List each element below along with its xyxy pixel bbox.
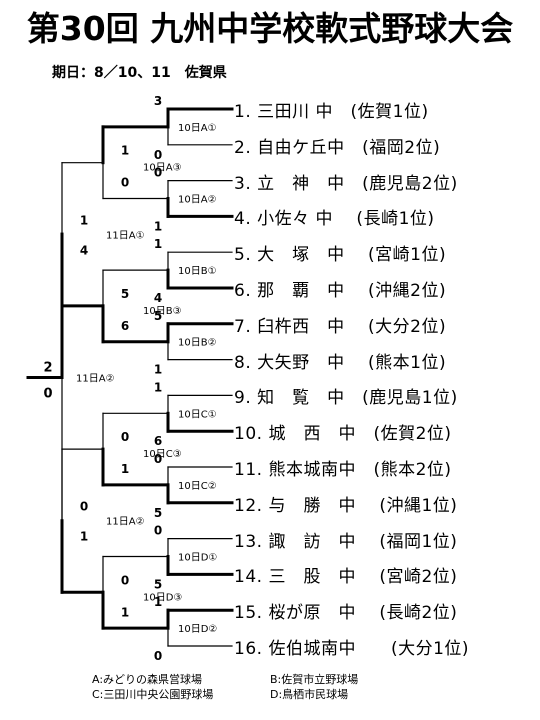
game-label-r2: 10日C③ (143, 449, 182, 460)
game-label-r1: 10日D② (178, 624, 217, 635)
team-5: 5. 大 塚 中 (宮崎1位) (234, 245, 447, 266)
team-6: 6. 那 覇 中 (沖縄2位) (234, 281, 447, 301)
game-label-r1: 10日B② (178, 338, 217, 349)
score-r2-top: 5 (121, 287, 129, 301)
score-final-bottom: 0 (43, 387, 52, 402)
score-r2-bottom: 0 (121, 176, 129, 190)
team-8: 8. 大矢野 中 (熊本1位) (234, 352, 447, 373)
score-r2-bottom: 1 (121, 605, 129, 619)
game-label-r1: 10日A① (178, 123, 217, 134)
score-r3-bottom: 1 (80, 530, 88, 544)
team-12: 12. 与 勝 中 (沖縄1位) (234, 495, 458, 516)
score-r1-top: 0 (154, 524, 162, 538)
game-label-r1: 10日A② (178, 195, 217, 206)
game-label-r1: 10日C① (178, 409, 217, 420)
score-r1-bottom: 1 (154, 219, 162, 233)
score-r3-bottom: 4 (80, 243, 88, 257)
game-label-r2: 10日B③ (143, 306, 182, 317)
game-label-r1: 10日C② (178, 481, 217, 492)
game-label-r1: 10日D① (178, 553, 217, 564)
team-3: 3. 立 神 中 (鹿児島2位) (234, 173, 458, 194)
game-label-r1: 10日B① (178, 266, 217, 277)
score-r2-bottom: 6 (121, 319, 129, 333)
team-4: 4. 小佐々 中 (長崎1位) (234, 209, 435, 230)
team-1: 1. 三田川 中 (佐賀1位) (234, 102, 429, 122)
score-r1-top: 0 (154, 166, 162, 180)
legend-venue-a: A:みどりの森県営球場 (92, 673, 203, 686)
score-r1-bottom: 4 (154, 291, 162, 305)
team-10: 10. 城 西 中 (佐賀2位) (234, 424, 452, 445)
score-r1-bottom: 0 (154, 649, 162, 663)
score-r3-top: 0 (80, 500, 88, 514)
legend-venue-d: D:鳥栖市民球場 (270, 688, 349, 701)
score-r1-bottom: 1 (154, 363, 162, 377)
team-2: 2. 自由ケ丘中 (福岡2位) (234, 137, 441, 158)
team-14: 14. 三 股 中 (宮崎2位) (234, 567, 458, 588)
score-r1-bottom: 5 (154, 506, 162, 520)
team-9: 9. 知 覧 中 (鹿児島1位) (234, 388, 458, 409)
score-r1-bottom: 6 (154, 434, 162, 448)
score-r2-top: 0 (121, 573, 129, 587)
legend-venue-c: C:三田川中央公園野球場 (92, 688, 214, 701)
event-date-venue: 期日：8／10、11 佐賀県 (52, 65, 227, 81)
legend-venue-b: B:佐賀市立野球場 (270, 673, 359, 686)
score-r1-top: 1 (154, 380, 162, 394)
team-13: 13. 諏 訪 中 (福岡1位) (234, 531, 458, 552)
game-label-final: 11日A② (76, 374, 115, 385)
score-r1-bottom: 0 (154, 148, 162, 162)
game-label-r2: 10日A③ (143, 163, 182, 174)
score-r1-top: 3 (154, 94, 162, 108)
score-r2-bottom: 1 (121, 462, 129, 476)
game-label-r3: 11日A② (106, 517, 145, 528)
score-r1-top: 0 (154, 452, 162, 466)
page-title: 第30回 九州中学校軟式野球大会 (26, 9, 514, 48)
team-15: 15. 桜が原 中 (長崎2位) (234, 603, 458, 624)
team-7: 7. 臼杵西 中 (大分2位) (234, 316, 447, 337)
score-r2-top: 1 (121, 144, 129, 158)
score-r1-bottom: 5 (154, 577, 162, 591)
game-label-r2: 10日D③ (143, 592, 182, 603)
score-r1-top: 1 (154, 237, 162, 251)
score-r1-top: 1 (154, 595, 162, 609)
score-r2-top: 0 (121, 430, 129, 444)
team-16: 16. 佐伯城南中 (大分1位) (234, 639, 470, 659)
score-r1-top: 5 (154, 309, 162, 323)
game-label-r3: 11日A① (106, 230, 145, 241)
team-11: 11. 熊本城南中 (熊本2位) (234, 460, 452, 480)
score-final-top: 2 (43, 361, 52, 376)
score-r3-top: 1 (80, 213, 88, 227)
